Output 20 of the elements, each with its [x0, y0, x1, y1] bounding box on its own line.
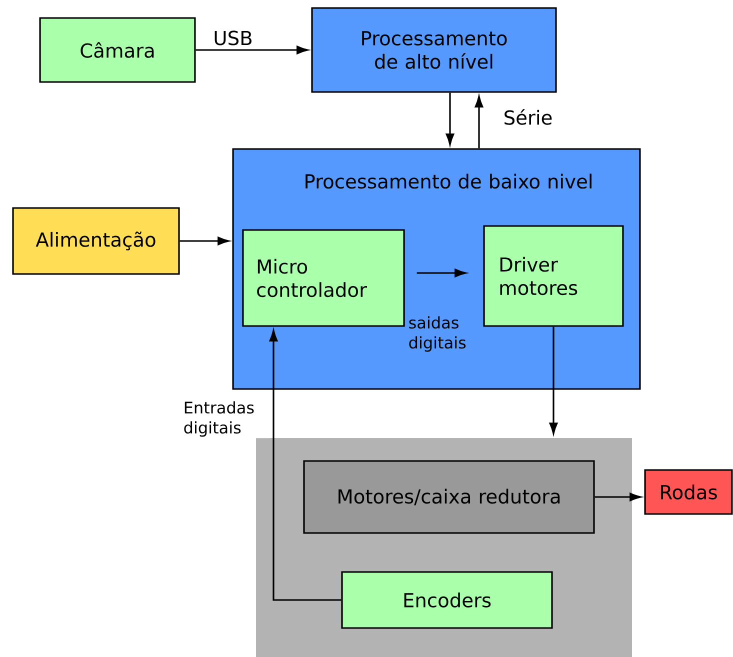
- arrow: [416, 268, 466, 278]
- process-box: Motores/caixa redutora: [303, 460, 595, 534]
- arrow: [180, 236, 230, 246]
- arrow: [474, 96, 484, 148]
- process-box: Rodas: [644, 469, 733, 515]
- arrow: [594, 492, 642, 502]
- edge-label: saidas digitais: [407, 314, 479, 354]
- process-box: Driver motores: [483, 225, 624, 327]
- edge-label: Entradas digitais: [182, 400, 270, 438]
- arrow: [549, 326, 558, 434]
- arrow: [196, 46, 308, 54]
- process-box: Alimentação: [12, 207, 180, 275]
- process-box: Encoders: [341, 571, 553, 629]
- arrow: [446, 92, 454, 146]
- edge-label: USB: [212, 29, 254, 47]
- arrow: [269, 330, 342, 601]
- process-box: Câmara: [39, 17, 196, 83]
- process-box: Processamento de alto nível: [311, 7, 557, 93]
- process-box: Micro controlador: [242, 229, 405, 327]
- edge-label: Série: [502, 108, 554, 126]
